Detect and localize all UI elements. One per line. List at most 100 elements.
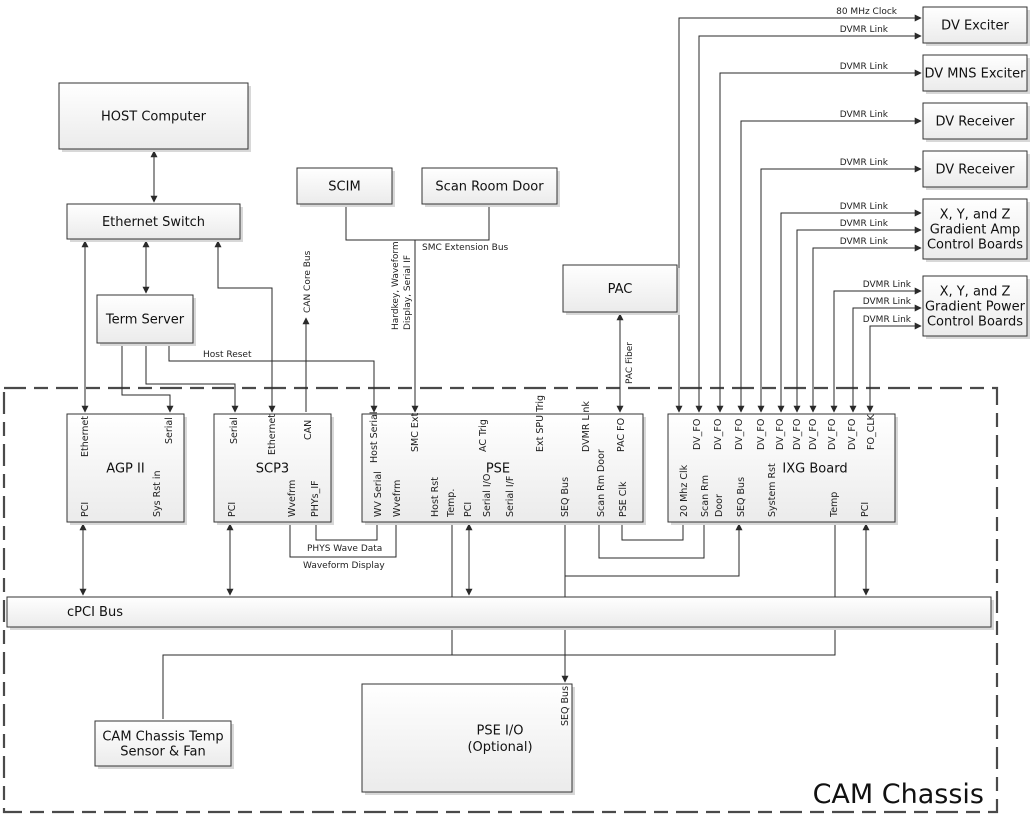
pse-bottom-port-8: Scan Rm Door bbox=[596, 449, 607, 517]
scp3-port-ethernet: Ethernet bbox=[267, 414, 278, 455]
scim-box-label: SCIM bbox=[328, 180, 360, 195]
scp3-port-pci: PCI bbox=[227, 502, 238, 517]
pse-io-box: PSE I/O(Optional) bbox=[361, 683, 575, 795]
wires-layer bbox=[79, 14, 922, 719]
ixg-link-3 bbox=[737, 117, 922, 413]
ixg-link-label-0: 80 MHz Clock bbox=[836, 7, 898, 17]
scp3-port-phys-if: PHYs_IF bbox=[310, 480, 321, 517]
dv-receiver-box-1-rect bbox=[922, 102, 1028, 140]
ixg-top-port-7: DV_FO bbox=[827, 419, 838, 450]
ixg-top-port-2: DV_FO bbox=[734, 419, 745, 450]
pse-top-port-0: Host Serial bbox=[369, 411, 380, 463]
pse-io-port-seq-bus: SEQ Bus bbox=[560, 686, 571, 726]
pse-bottom-port-3: Temp. bbox=[446, 489, 457, 518]
hardkey-label-2: Display, Serial IF bbox=[403, 255, 413, 330]
scp3-port-can: CAN bbox=[303, 420, 314, 440]
pse-top-port-4: DVMR Link bbox=[581, 401, 592, 452]
scan-room-door-box-label: Scan Room Door bbox=[435, 180, 544, 195]
temp-bus bbox=[162, 522, 453, 719]
gradient-amp-box-rect bbox=[922, 198, 1028, 260]
scim-box: SCIM bbox=[296, 167, 395, 207]
termserver-to-scp3-serial bbox=[145, 345, 239, 413]
ixg-top-port-6: DV_FO bbox=[808, 419, 819, 450]
ixg-temp-link bbox=[452, 522, 836, 656]
gradient-power-box-label: X, Y, and Z bbox=[940, 284, 1011, 299]
gradient-power-box-label: Gradient Power bbox=[925, 299, 1026, 314]
term-server-box-label: Term Server bbox=[105, 313, 185, 328]
dv-receiver-box-2-label: DV Receiver bbox=[935, 163, 1015, 178]
smc-extension-bus-label: SMC Extension Bus bbox=[422, 243, 509, 253]
pse-top-port-3: Ext SPU Trig bbox=[535, 395, 546, 452]
gradient-amp-box-label: Gradient Amp bbox=[930, 222, 1021, 237]
waveform-display-label: Waveform Display bbox=[303, 561, 385, 571]
phys-wave-data-label: PHYS Wave Data bbox=[307, 544, 382, 554]
ixg-top-port-4: DV_FO bbox=[775, 419, 786, 450]
cam-chassis-label: CAM Chassis bbox=[813, 779, 984, 810]
dv-receiver-box-2-rect bbox=[922, 150, 1028, 188]
pse-top-port-2: AC Trig bbox=[478, 419, 489, 452]
ixg-link-9 bbox=[849, 304, 922, 413]
can-core-bus-label: CAN Core Bus bbox=[303, 250, 313, 313]
ixg-link-2 bbox=[716, 69, 922, 413]
gradient-amp-box-label: Control Boards bbox=[927, 237, 1023, 252]
termserver-host-reset bbox=[168, 345, 378, 413]
ixg-port-door: Door bbox=[714, 494, 725, 517]
agp-port-ethernet: Ethernet bbox=[80, 416, 91, 457]
cpci-bus-box bbox=[6, 596, 994, 630]
dv-mns-exciter-box-label: DV MNS Exciter bbox=[924, 67, 1026, 82]
ixg-port-temp: Temp bbox=[829, 492, 840, 518]
ixg-link-label-6: DVMR Link bbox=[840, 219, 889, 229]
agp-port-serial: Serial bbox=[164, 417, 175, 444]
ixg-port-20mhz: 20 Mhz Clk bbox=[679, 464, 690, 517]
ixg-link-label-7: DVMR Link bbox=[840, 237, 889, 247]
ixg-port-system-rst: System Rst bbox=[767, 463, 778, 517]
dv-receiver-box-1: DV Receiver bbox=[922, 102, 1030, 142]
ixg-board-label: IXG Board bbox=[782, 462, 847, 477]
host-computer-box-label: HOST Computer bbox=[101, 110, 207, 125]
ixg-top-port-5: DV_FO bbox=[792, 419, 803, 450]
ixg-link-6 bbox=[793, 226, 922, 413]
ixg-link-8 bbox=[830, 287, 922, 413]
scp3-port-serial: Serial bbox=[229, 417, 240, 444]
dv-exciter-box-label: DV Exciter bbox=[941, 19, 1009, 34]
ixg-port-pci: PCI bbox=[860, 502, 871, 517]
pac-fiber-label: PAC Fiber bbox=[625, 342, 635, 384]
temp-sensor-box-label: CAM Chassis Temp bbox=[102, 729, 223, 744]
ethernet-switch-box: Ethernet Switch bbox=[66, 203, 243, 242]
agp-board-rect bbox=[66, 413, 185, 523]
ixg-top-port-3: DV_FO bbox=[756, 419, 767, 450]
dv-mns-exciter-box-rect bbox=[922, 54, 1028, 92]
pse-io-box-rect bbox=[361, 683, 573, 793]
ixg-top-port-9: FO_CLK bbox=[866, 413, 877, 450]
host-reset-label: Host Reset bbox=[203, 350, 252, 360]
ixg-top-port-1: DV_FO bbox=[713, 419, 724, 450]
scan-room-door-box: Scan Room Door bbox=[421, 167, 560, 207]
term-server-box-rect bbox=[96, 294, 194, 344]
scim-box-rect bbox=[296, 167, 393, 205]
agp-port-sys-rst: Sys Rst in bbox=[152, 470, 163, 517]
pse-bottom-port-4: PCI bbox=[463, 502, 474, 517]
ixg-link-label-3: DVMR Link bbox=[840, 110, 889, 120]
dv-exciter-box-rect bbox=[922, 6, 1028, 44]
switch-to-scp3-ethernet bbox=[214, 240, 276, 413]
temp-sensor-box-rect bbox=[94, 720, 232, 767]
cam-chassis-border bbox=[2, 386, 999, 814]
ixg-top-port-8: DV_FO bbox=[847, 419, 858, 450]
pse-bottom-port-2: Host Rst bbox=[430, 477, 441, 517]
ixg-link-7 bbox=[809, 244, 922, 413]
phys-wave-data bbox=[315, 522, 378, 541]
ethernet-switch-box-rect bbox=[66, 203, 241, 240]
cpci-bus-box-rect bbox=[6, 596, 992, 628]
hardkey-label-1: Hardkey, Waveform bbox=[391, 241, 401, 330]
term-server-box: Term Server bbox=[96, 294, 196, 346]
ixg-link-1 bbox=[695, 32, 922, 413]
ixg-link-5 bbox=[777, 209, 922, 413]
scan-door-to-ixg bbox=[598, 522, 705, 559]
ixg-board-rect bbox=[667, 413, 896, 523]
ixg-link-label-4: DVMR Link bbox=[840, 158, 889, 168]
